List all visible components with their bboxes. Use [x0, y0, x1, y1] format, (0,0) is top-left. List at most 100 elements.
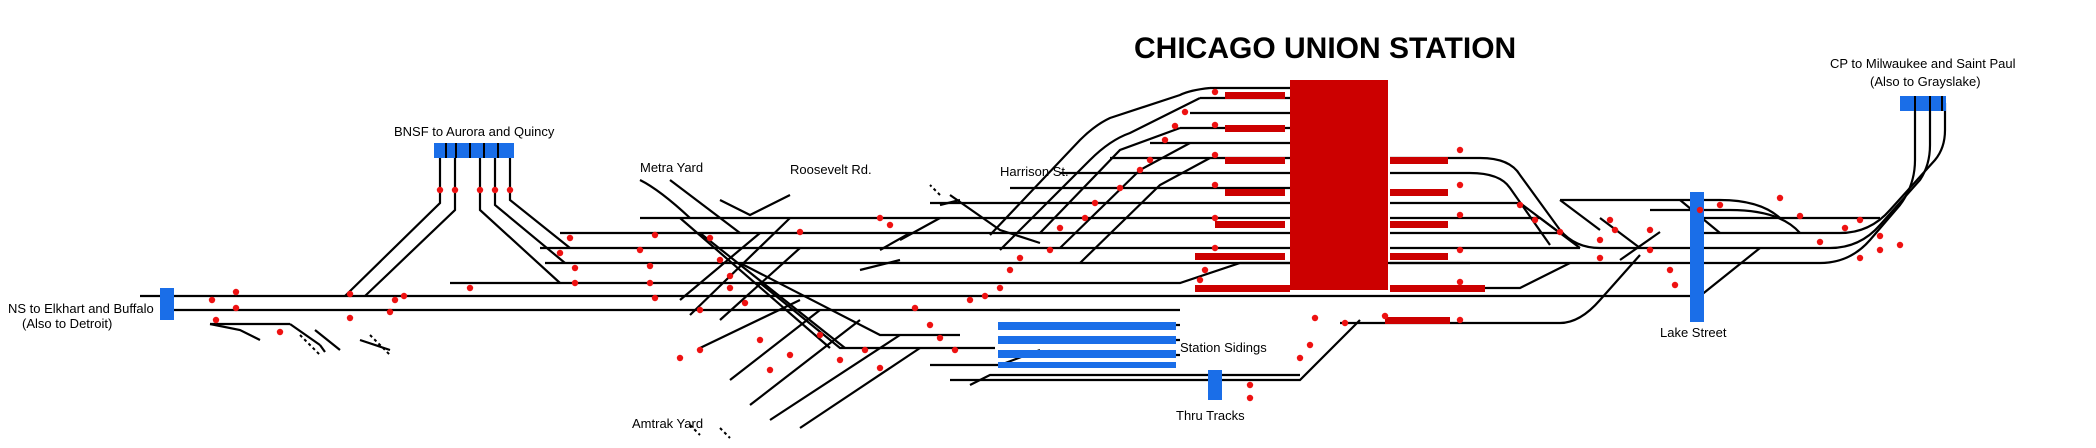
signal-dot	[466, 284, 474, 292]
signal-dot	[1456, 181, 1464, 189]
signal-dot	[346, 290, 354, 298]
signal-dot	[951, 346, 959, 354]
signal-dot	[571, 264, 579, 272]
signal-dot	[1201, 266, 1209, 274]
signal-dot	[1091, 199, 1099, 207]
signal-dot	[1246, 394, 1254, 402]
signal-dot	[1211, 244, 1219, 252]
ns-label-line2: (Also to Detroit)	[22, 316, 112, 331]
signal-dot	[996, 284, 1004, 292]
metra-yard-label: Metra Yard	[640, 160, 703, 175]
exit-markers	[160, 96, 1946, 400]
signal-dot	[1716, 201, 1724, 209]
signal-dot	[346, 314, 354, 322]
signal-dot	[1146, 156, 1154, 164]
signal-dot	[436, 186, 444, 194]
signal-dot	[1646, 226, 1654, 234]
signal-dot	[1856, 216, 1864, 224]
signal-dot	[646, 262, 654, 270]
cp-exit-marker	[1900, 96, 1946, 111]
signal-dot	[981, 292, 989, 300]
signal-dot	[1211, 151, 1219, 159]
signal-dot	[756, 336, 764, 344]
lake-street-label: Lake Street	[1660, 325, 1727, 340]
signal-dot	[726, 284, 734, 292]
signal-dot	[1531, 216, 1539, 224]
diagram-title: CHICAGO UNION STATION	[1134, 32, 1516, 65]
signal-dot	[876, 214, 884, 222]
signal-dot	[1516, 201, 1524, 209]
signal-dot	[1611, 226, 1619, 234]
signal-dot	[1171, 122, 1179, 130]
signal-dot	[766, 366, 774, 374]
signal-dot	[386, 308, 394, 316]
signal-dot	[676, 354, 684, 362]
signal-dot	[1696, 206, 1704, 214]
signal-dot	[391, 296, 399, 304]
signal-dot	[1046, 246, 1054, 254]
signal-dot	[1161, 136, 1169, 144]
signal-dot	[911, 304, 919, 312]
bnsf-label: BNSF to Aurora and Quincy	[394, 124, 555, 139]
station-sidings-label: Station Sidings	[1180, 340, 1267, 355]
signal-dot	[636, 246, 644, 254]
signal-dot	[1296, 354, 1304, 362]
signal-dot	[1006, 266, 1014, 274]
signal-dot	[651, 231, 659, 239]
signal-dot	[1136, 166, 1144, 174]
signal-dot	[571, 279, 579, 287]
signal-dot	[1181, 108, 1189, 116]
signal-dot	[1341, 319, 1349, 327]
signal-dot	[1646, 246, 1654, 254]
signal-dot	[1856, 254, 1864, 262]
track-ends	[299, 184, 941, 439]
track-network	[140, 86, 1947, 429]
signal-dot	[208, 296, 216, 304]
signal-dot	[716, 256, 724, 264]
signal-dot	[726, 272, 734, 280]
signal-dot	[646, 279, 654, 287]
roosevelt-label: Roosevelt Rd.	[790, 162, 872, 177]
signal-dot	[1016, 254, 1024, 262]
signal-dot	[1456, 246, 1464, 254]
thru-tracks-marker	[1208, 370, 1222, 400]
signal-dot	[1606, 216, 1614, 224]
signal-dot	[1896, 241, 1904, 249]
signal-dot	[476, 186, 484, 194]
harrison-label: Harrison St.	[1000, 164, 1069, 179]
signal-dot	[741, 299, 749, 307]
signal-dot	[1776, 194, 1784, 202]
signal-dot	[1211, 88, 1219, 96]
signal-dot	[451, 186, 459, 194]
signal-dot	[1876, 232, 1884, 240]
signal-dot	[232, 288, 240, 296]
signal-dot	[966, 296, 974, 304]
signal-dot	[706, 234, 714, 242]
signal-dot	[1456, 278, 1464, 286]
signal-dot	[1596, 236, 1604, 244]
signal-dot	[232, 304, 240, 312]
signal-dot	[696, 306, 704, 314]
signal-dot	[1841, 224, 1849, 232]
signal-dot	[1876, 246, 1884, 254]
signal-dot	[491, 186, 499, 194]
station-building	[1290, 80, 1388, 290]
platforms	[1195, 92, 1485, 324]
signal-dot	[400, 292, 408, 300]
signal-dot	[1816, 238, 1824, 246]
signal-dot	[1796, 212, 1804, 220]
signals	[208, 88, 1904, 402]
signal-dot	[1556, 228, 1564, 236]
signal-dot	[796, 228, 804, 236]
signal-dot	[1056, 224, 1064, 232]
signal-dot	[696, 346, 704, 354]
signal-dot	[1671, 281, 1679, 289]
lake-street-marker	[1690, 192, 1704, 322]
exit-marker-tracks	[445, 96, 1943, 158]
signal-dot	[1311, 314, 1319, 322]
station-sidings	[998, 322, 1176, 368]
signal-dot	[1211, 214, 1219, 222]
signal-dot	[566, 234, 574, 242]
signal-dot	[1596, 254, 1604, 262]
